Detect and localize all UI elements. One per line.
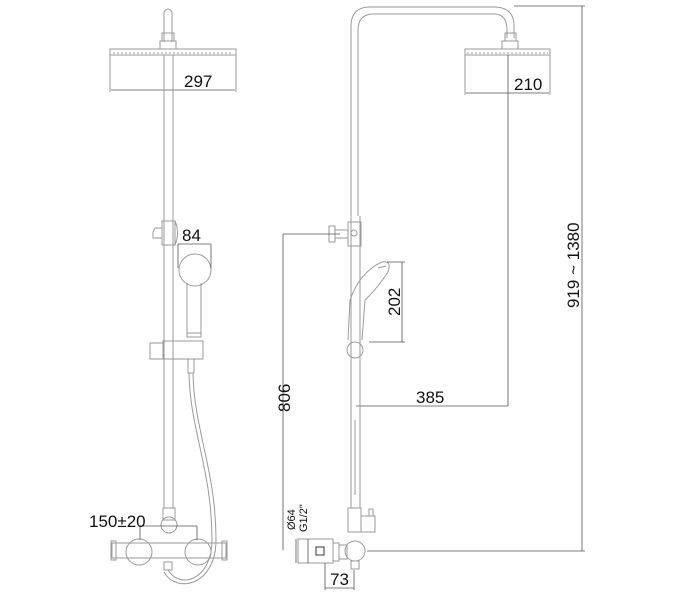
shower-arm-outer (350, 6, 515, 216)
shower-arm-inner (357, 13, 508, 216)
slider-bracket (162, 340, 204, 360)
front-view: 297 84 150±20 (89, 8, 237, 585)
dim-label-mixer-centers: 150±20 (89, 512, 146, 531)
mixer-inlet-left (125, 538, 153, 566)
hand-shower-face (178, 253, 212, 287)
upper-holder-side (347, 221, 362, 247)
hose-inner (163, 372, 217, 585)
dim-label-head-width-side: 210 (514, 75, 542, 94)
upper-holder (161, 220, 176, 246)
dim-label-flange-diameter: Ø64 (286, 509, 298, 530)
dim-label-arm-reach: 385 (416, 388, 444, 407)
hose-outer (167, 372, 213, 581)
dim-label-hand-shower-width: 84 (182, 226, 201, 245)
hand-shower-handle (186, 283, 202, 338)
rain-shower-head-side (464, 48, 551, 56)
dim-label-head-width: 297 (184, 72, 212, 91)
dim-label-slider-height: 806 (275, 384, 294, 412)
dim-label-hand-shower-length: 202 (385, 288, 404, 316)
slider-knob (149, 342, 164, 360)
dim-label-thread: G1/2" (298, 504, 310, 532)
side-view: 210 385 806 202 919 ~ 1380 (275, 5, 585, 590)
mixer-outlet (163, 561, 173, 571)
rain-shower-head (109, 48, 237, 56)
slider-side (346, 341, 364, 359)
hose-nut (187, 358, 195, 374)
mixer-body-side (344, 540, 366, 562)
head-connector (159, 40, 177, 50)
hand-shower-side (347, 261, 390, 341)
mixer-connector-side (347, 507, 362, 533)
thread-connector (315, 546, 325, 556)
mixer-connector (162, 507, 176, 521)
mixer-inlet-right (184, 538, 212, 566)
mixer-knob-side (360, 515, 376, 533)
dim-label-wall-offset: 73 (330, 570, 349, 589)
dim-label-total-height: 919 ~ 1380 (564, 222, 583, 308)
thermostatic-mixer-body (111, 542, 227, 559)
wall-flange (297, 538, 334, 564)
head-supply-pipe (163, 8, 173, 42)
upper-holder-knob (152, 227, 162, 239)
